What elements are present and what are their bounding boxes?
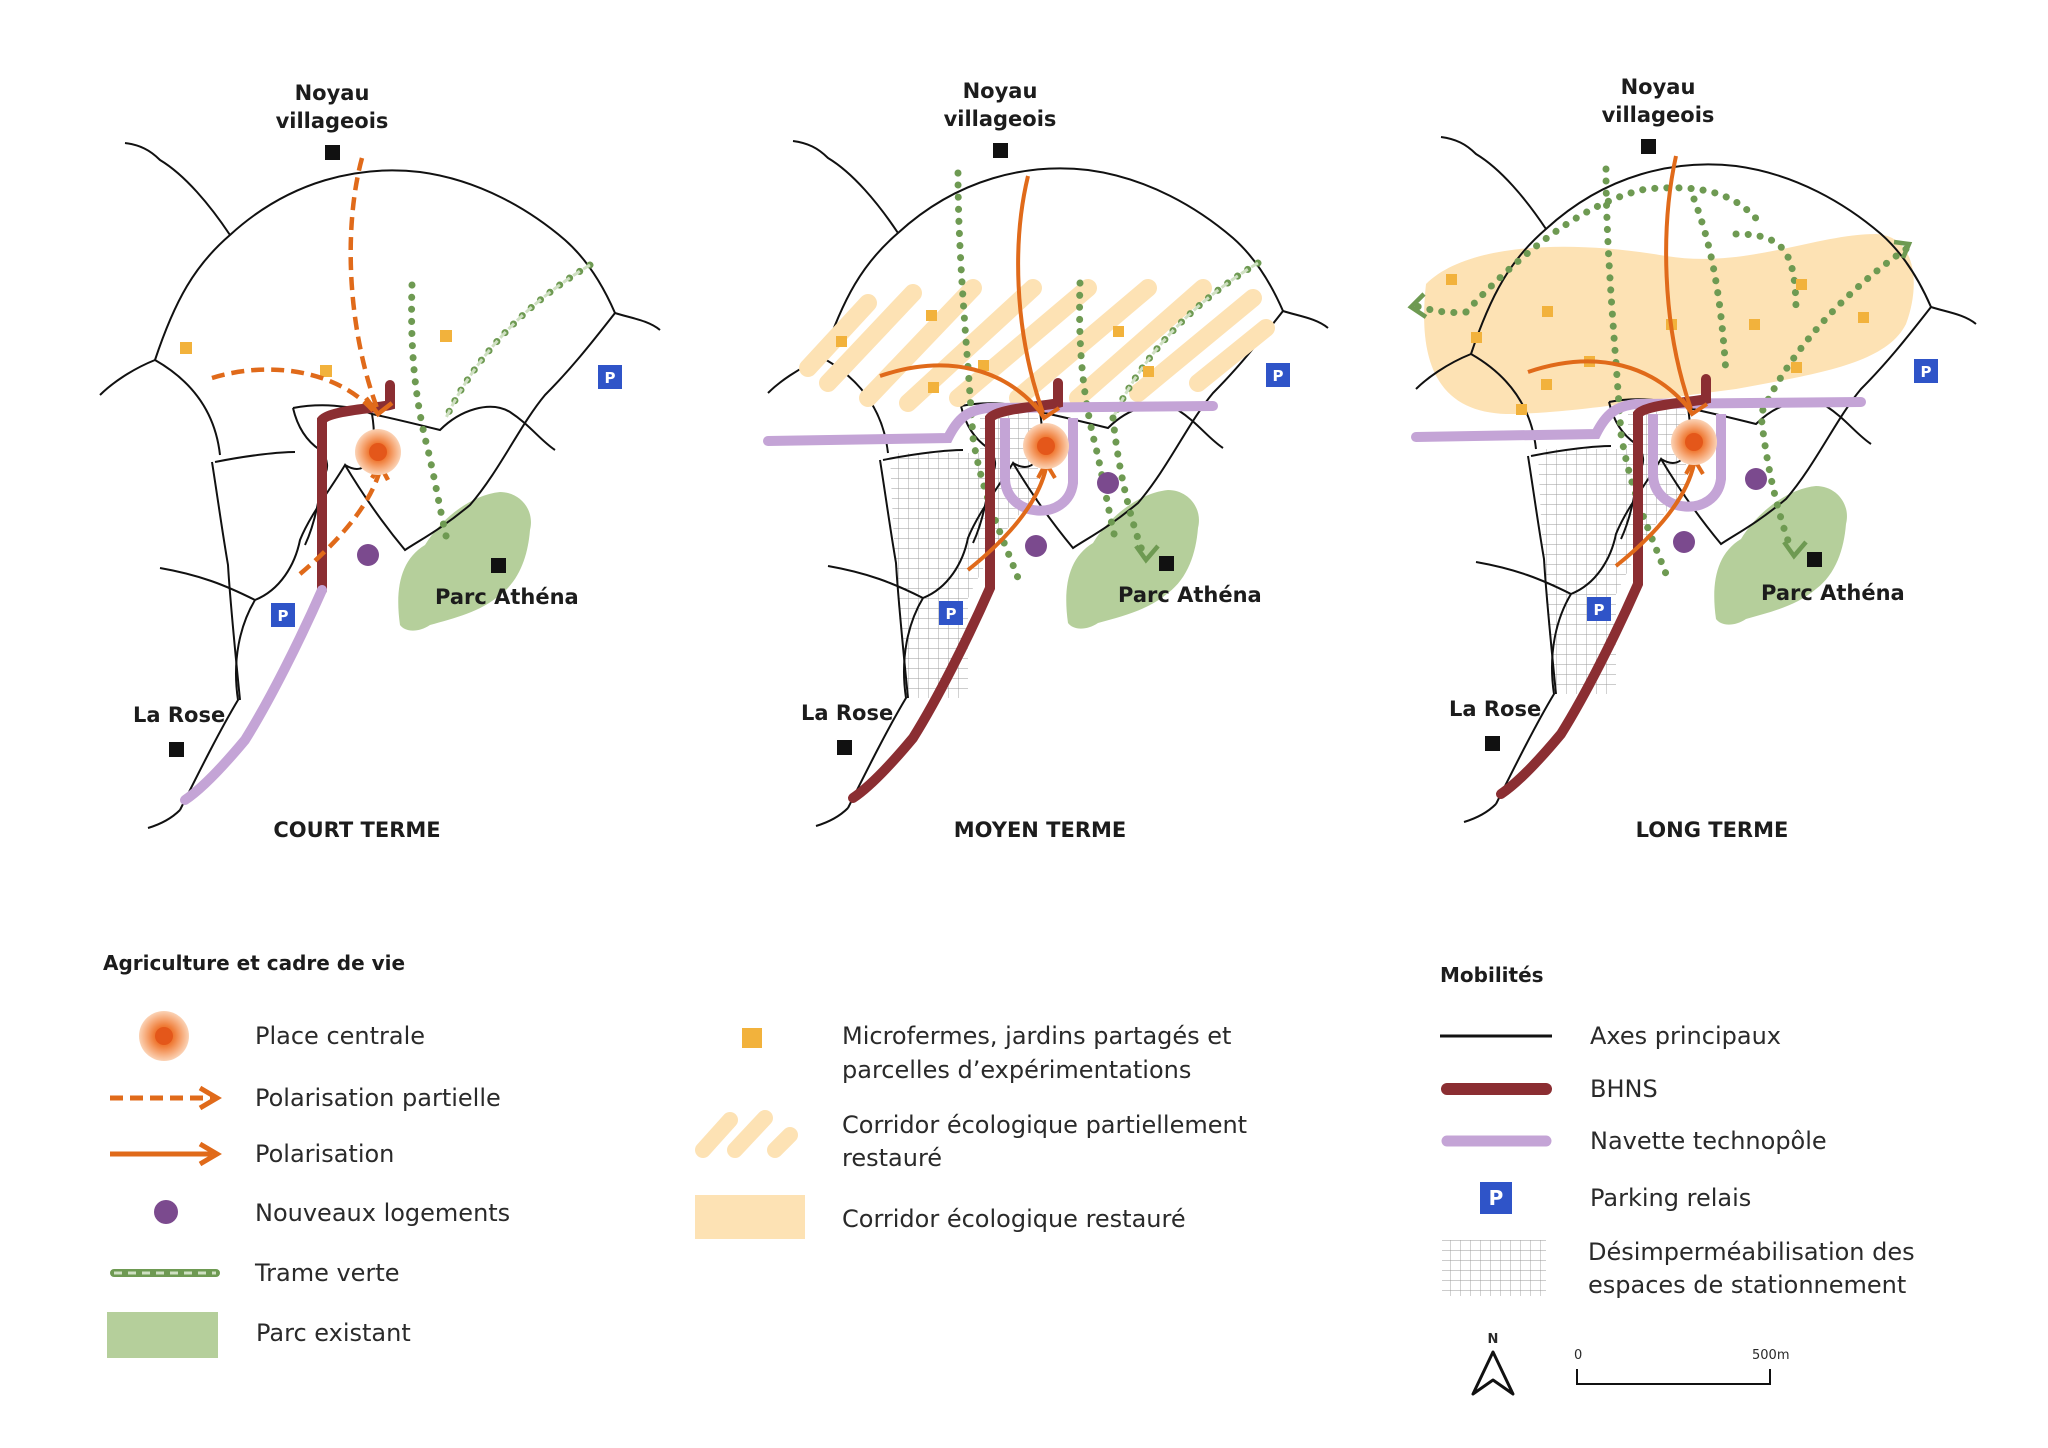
- label-la-rose: La Rose: [801, 701, 893, 725]
- legend-item-trame-verte: Trame verte: [110, 1259, 400, 1287]
- legend-label: Désimperméabilisation des: [1588, 1238, 1915, 1266]
- label-noyau-line1: Noyau: [295, 81, 370, 105]
- map-panel-court-terme: [99, 142, 661, 829]
- legend-label: Corridor écologique restauré: [842, 1205, 1186, 1233]
- legend: Agriculture et cadre de vie Place centra…: [103, 951, 1915, 1396]
- legend-item-nouveaux-logements: Nouveaux logements: [154, 1199, 510, 1227]
- legend-item-desimpermeabilisation: Désimperméabilisation des espaces de sta…: [1442, 1238, 1915, 1299]
- legend-label: Navette technopôle: [1590, 1127, 1827, 1155]
- legend-heading-agriculture: Agriculture et cadre de vie: [103, 951, 405, 975]
- parking-icon: P: [278, 607, 289, 625]
- label-la-rose: La Rose: [1449, 697, 1541, 721]
- labels-moyen-terme: Noyau villageois La Rose Parc Athéna P P…: [801, 79, 1284, 842]
- scale-end-label: 500m: [1752, 1348, 1789, 1363]
- label-parc-athena: Parc Athéna: [1761, 581, 1905, 605]
- label-noyau-line1: Noyau: [963, 79, 1038, 103]
- legend-label: Place centrale: [255, 1022, 425, 1050]
- legend-heading-mobilites: Mobilités: [1440, 963, 1544, 987]
- legend-label: restauré: [842, 1144, 942, 1172]
- legend-label: Polarisation partielle: [255, 1084, 501, 1112]
- map-panel-moyen-terme: [763, 140, 1329, 827]
- scale-bar: 0 500m: [1574, 1348, 1789, 1385]
- map-panel-long-terme: [1407, 136, 1977, 823]
- legend-label: BHNS: [1590, 1075, 1658, 1103]
- label-la-rose: La Rose: [133, 703, 225, 727]
- legend-label: parcelles d’expérimentations: [842, 1056, 1191, 1084]
- legend-item-parc-existant: Parc existant: [107, 1312, 411, 1358]
- legend-label: Microfermes, jardins partagés et: [842, 1022, 1231, 1050]
- legend-item-corridor-restaure: Corridor écologique restauré: [695, 1195, 1186, 1239]
- parking-icon: P: [605, 369, 616, 387]
- legend-label: Parking relais: [1590, 1184, 1751, 1212]
- parking-icon: [1480, 1182, 1512, 1214]
- legend-label: Axes principaux: [1590, 1022, 1781, 1050]
- label-noyau-line2: villageois: [276, 109, 389, 133]
- north-arrow-label: N: [1488, 1332, 1499, 1347]
- label-noyau-line2: villageois: [944, 107, 1057, 131]
- legend-item-bhns: BHNS: [1441, 1075, 1658, 1103]
- legend-item-navette: Navette technopôle: [1441, 1127, 1827, 1155]
- legend-label: Trame verte: [254, 1259, 400, 1287]
- parking-icon: P: [946, 605, 957, 623]
- parking-icon: P: [1921, 363, 1932, 381]
- stage-label-long-terme: LONG TERME: [1636, 818, 1789, 842]
- label-noyau-line2: villageois: [1602, 103, 1715, 127]
- labels-court-terme: Noyau villageois La Rose Parc Athéna P P…: [133, 81, 616, 842]
- parking-symbol: P: [1489, 1186, 1504, 1210]
- legend-label: espaces de stationnement: [1588, 1271, 1906, 1299]
- legend-item-parking: P Parking relais: [1480, 1182, 1751, 1214]
- legend-item-corridor-partiel: Corridor écologique partiellement restau…: [695, 1110, 1247, 1172]
- legend-item-microfermes: Microfermes, jardins partagés et parcell…: [742, 1022, 1231, 1084]
- legend-label: Polarisation: [255, 1140, 394, 1168]
- legend-item-place-centrale: Place centrale: [139, 1011, 425, 1061]
- north-arrow-icon: [1471, 1350, 1515, 1396]
- legend-label: Nouveaux logements: [255, 1199, 510, 1227]
- stage-label-court-terme: COURT TERME: [273, 818, 440, 842]
- label-parc-athena: Parc Athéna: [1118, 583, 1262, 607]
- legend-label: Parc existant: [256, 1319, 411, 1347]
- scale-start-label: 0: [1574, 1348, 1582, 1363]
- legend-item-polarisation-partielle: Polarisation partielle: [110, 1084, 501, 1112]
- legend-item-axes: Axes principaux: [1440, 1022, 1781, 1050]
- label-noyau-line1: Noyau: [1621, 75, 1696, 99]
- north-arrow: N: [1471, 1332, 1515, 1396]
- parking-icon: P: [1594, 601, 1605, 619]
- legend-label: Corridor écologique partiellement: [842, 1111, 1247, 1139]
- parking-icon: P: [1273, 367, 1284, 385]
- label-parc-athena: Parc Athéna: [435, 585, 579, 609]
- stage-label-moyen-terme: MOYEN TERME: [954, 818, 1127, 842]
- labels-long-terme: Noyau villageois La Rose Parc Athéna P P…: [1449, 75, 1932, 842]
- legend-item-polarisation: Polarisation: [110, 1140, 394, 1168]
